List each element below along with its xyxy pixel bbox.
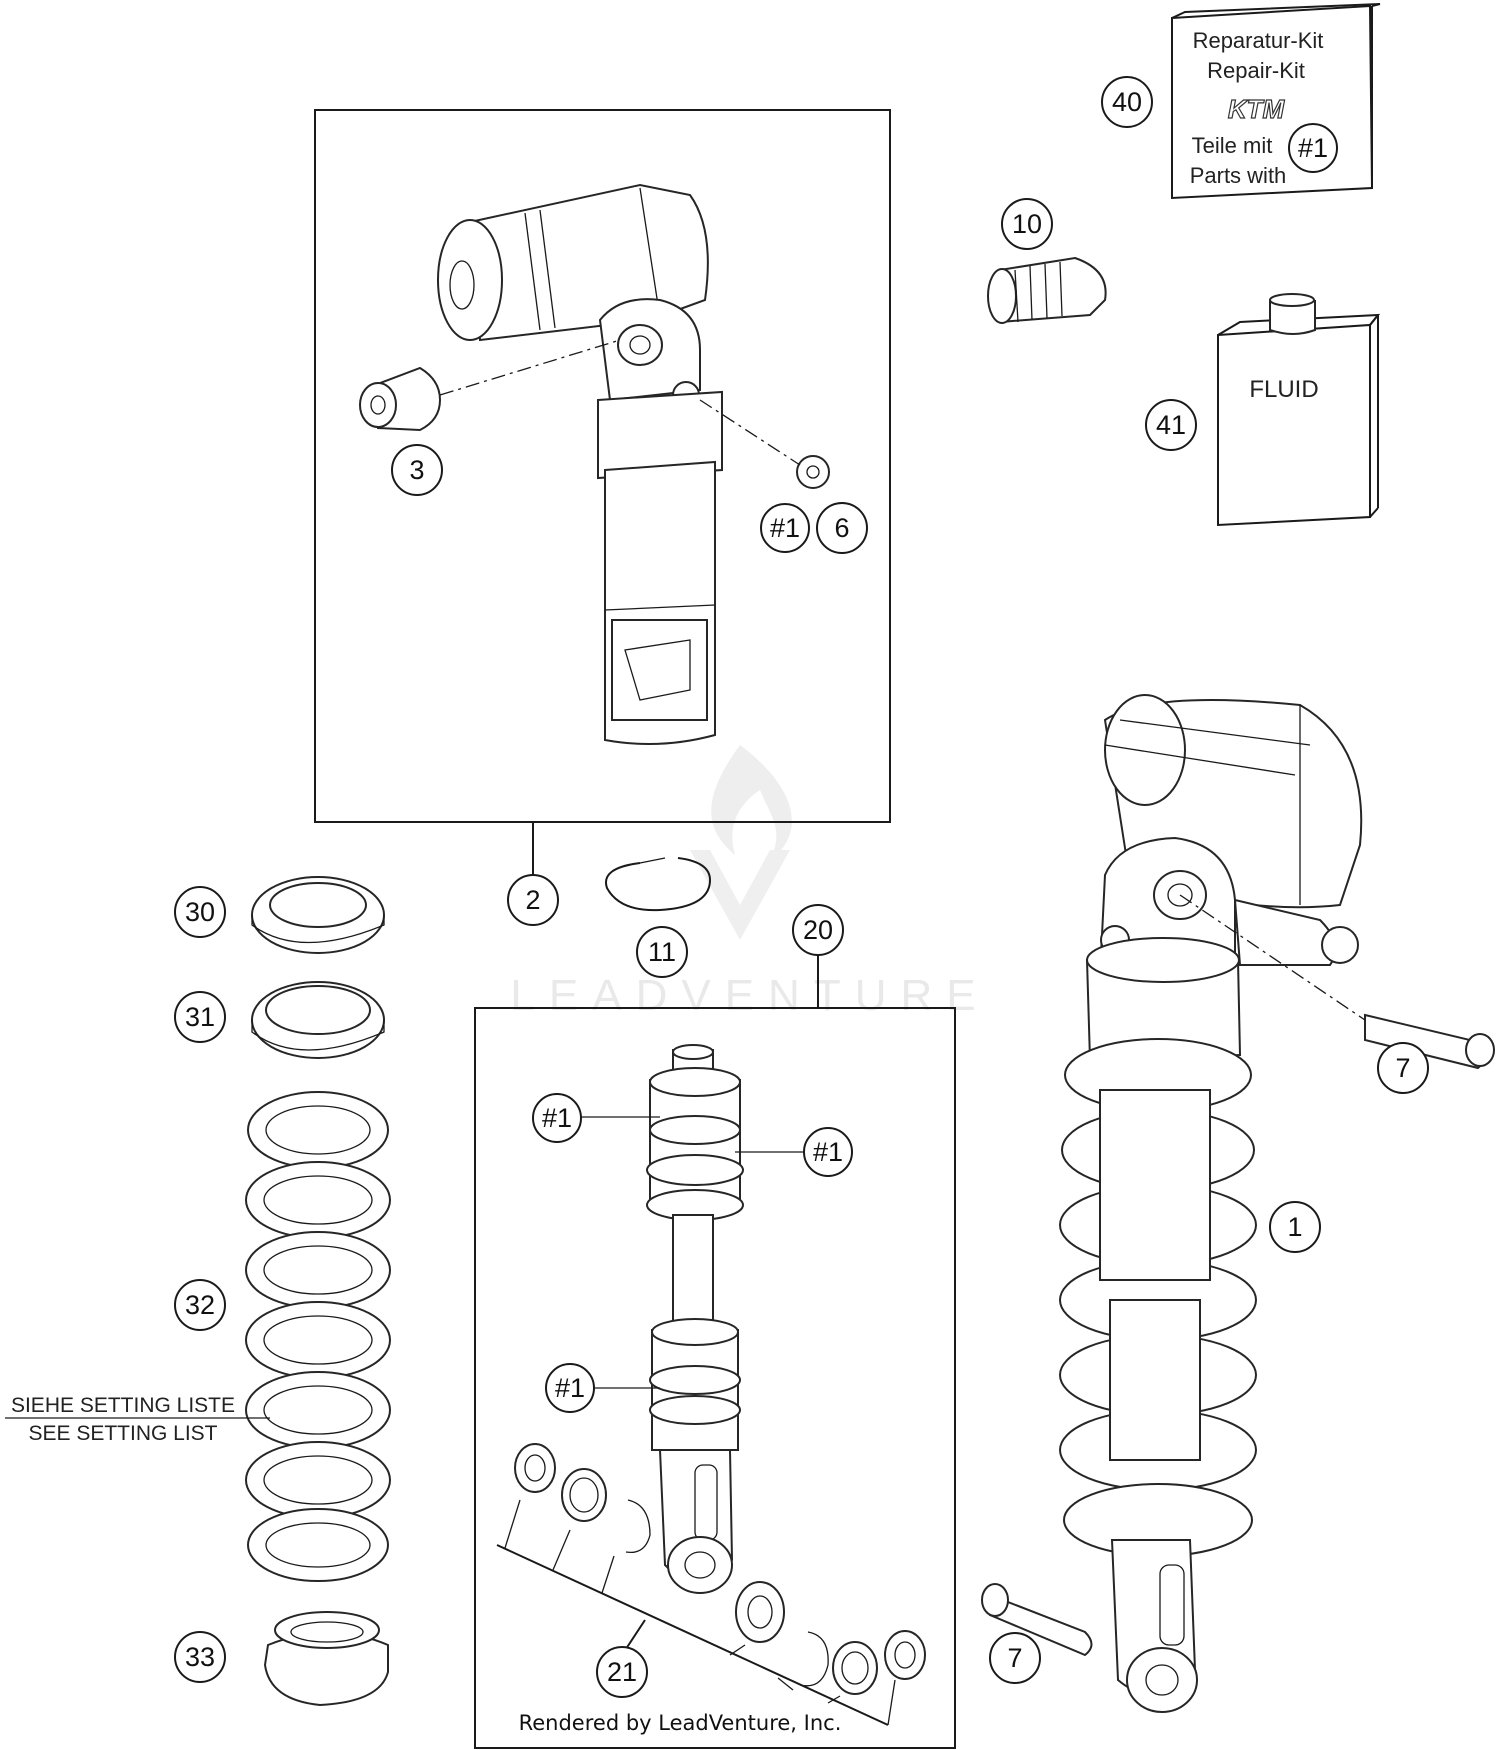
flame-logo-icon	[711, 745, 792, 860]
watermark: LEADVENTURE	[510, 745, 989, 1020]
svg-text:1: 1	[1287, 1212, 1302, 1242]
repair-kit-line-3: Teile mit	[1192, 133, 1273, 158]
svg-text:31: 31	[185, 1002, 215, 1032]
svg-text:30: 30	[185, 897, 215, 927]
bolt-part-7-upper	[1364, 1013, 1495, 1070]
svg-text:#1: #1	[770, 513, 800, 543]
circlip-part-11	[604, 857, 712, 912]
callout-3: 3	[391, 444, 443, 496]
callout-33: 33	[174, 1631, 226, 1683]
callout-1: 1	[1269, 1201, 1321, 1253]
callout-30: 30	[174, 886, 226, 938]
callout-7-upper: 7	[1377, 1042, 1429, 1094]
callout-ref-6: #1	[760, 503, 810, 553]
repair-kit-box-icon: Reparatur-Kit Repair-Kit KTM Teile mit P…	[1171, 3, 1381, 200]
callout-ref-piston-lower: #1	[545, 1363, 595, 1413]
setting-note: SIEHE SETTING LISTE SEE SETTING LIST	[5, 1394, 270, 1445]
callout-41: 41	[1145, 399, 1197, 451]
spring-seat-33	[263, 1611, 389, 1707]
repair-kit-line-4: Parts with	[1190, 163, 1287, 188]
watermark-text: LEADVENTURE	[510, 971, 989, 1020]
callout-7-lower: 7	[989, 1632, 1041, 1684]
svg-text:#1: #1	[813, 1137, 843, 1167]
callout-31: 31	[174, 991, 226, 1043]
repair-kit-line-1: Reparatur-Kit	[1193, 28, 1324, 53]
callout-32: 32	[174, 1279, 226, 1331]
svg-text:20: 20	[803, 915, 833, 945]
svg-text:6: 6	[834, 513, 849, 543]
shock-body-drawing	[359, 183, 830, 745]
svg-text:32: 32	[185, 1290, 215, 1320]
callout-11: 11	[636, 926, 688, 978]
spring-retainer-31	[251, 981, 385, 1059]
svg-text:10: 10	[1012, 209, 1042, 239]
svg-text:7: 7	[1395, 1053, 1410, 1083]
fluid-bottle-icon: FLUID	[1217, 293, 1381, 527]
washer-part-6	[796, 455, 830, 489]
repair-kit-line-2: Repair-Kit	[1207, 58, 1305, 83]
svg-text:41: 41	[1156, 410, 1186, 440]
callout-2: 2	[507, 874, 559, 926]
svg-text:11: 11	[648, 937, 676, 967]
svg-text:33: 33	[185, 1642, 215, 1672]
callout-ref-piston-right: #1	[803, 1127, 853, 1177]
assembly-frame-2	[314, 109, 891, 823]
bushing-part-3	[359, 366, 442, 432]
callout-40: 40	[1101, 76, 1153, 128]
svg-text:#1: #1	[542, 1103, 572, 1133]
setting-note-en: SEE SETTING LIST	[28, 1422, 217, 1445]
callout-20: 20	[792, 904, 844, 956]
callout-21: 21	[596, 1646, 648, 1698]
svg-text:21: 21	[607, 1657, 637, 1687]
callout-10: 10	[1001, 198, 1053, 250]
watermark-v-mark	[690, 850, 790, 940]
callout-ref-piston-upper: #1	[532, 1093, 582, 1143]
assembly-frame-20	[474, 1007, 956, 1749]
valve-part-10	[987, 256, 1107, 324]
damper-rod-drawing	[496, 1044, 926, 1726]
svg-text:40: 40	[1112, 87, 1142, 117]
svg-text:#1: #1	[555, 1373, 585, 1403]
fluid-label: FLUID	[1249, 376, 1318, 403]
bolt-part-7-lower	[981, 1583, 1093, 1657]
spring-icon	[245, 1091, 391, 1582]
callout-ref-kit: #1	[1288, 123, 1338, 173]
render-credit: Rendered by LeadVenture, Inc.	[519, 1711, 842, 1735]
svg-text:#1: #1	[1298, 133, 1328, 163]
callout-6: 6	[816, 502, 868, 554]
spring-retainer-30	[251, 876, 385, 954]
svg-text:7: 7	[1007, 1643, 1022, 1673]
setting-note-de: SIEHE SETTING LISTE	[11, 1394, 235, 1417]
svg-text:3: 3	[409, 455, 424, 485]
svg-text:2: 2	[525, 885, 540, 915]
repair-kit-logo: KTM	[1228, 94, 1286, 124]
shock-absorber-icon	[981, 694, 1495, 1713]
